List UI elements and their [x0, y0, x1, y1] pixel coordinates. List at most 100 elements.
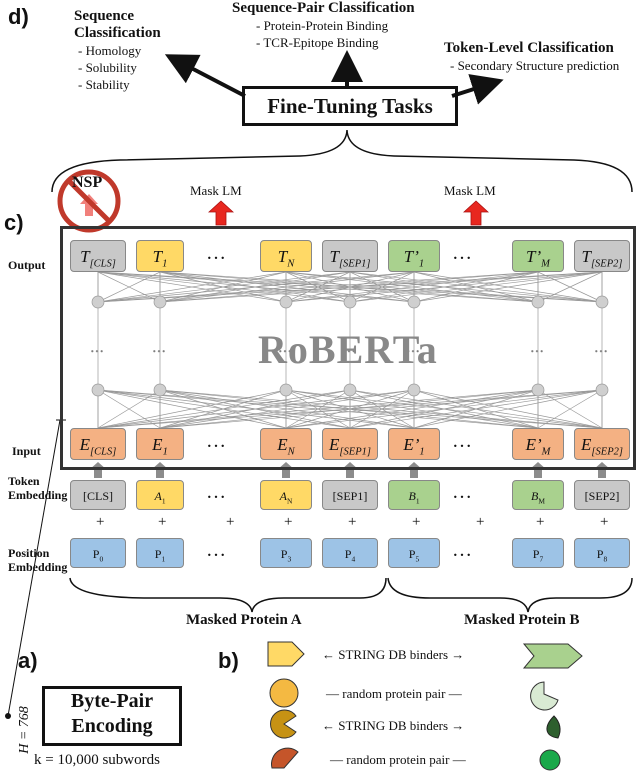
token-embedding: AN: [260, 480, 312, 510]
plus-sign: +: [600, 514, 609, 530]
network-node: [595, 295, 609, 309]
network-node: [343, 295, 357, 309]
position-embedding: P3: [260, 538, 312, 568]
task-item: - Secondary Structure prediction: [450, 58, 620, 73]
token-embedding: [CLS]: [70, 480, 126, 510]
network-ellipsis: …: [152, 341, 166, 356]
network-ellipsis: …: [594, 341, 608, 356]
ellipsis: …: [206, 539, 227, 561]
network-ellipsis: …: [342, 341, 356, 356]
position-embedding: P1: [136, 538, 184, 568]
token-embedding: BM: [512, 480, 564, 510]
position-embedding: P8: [574, 538, 630, 568]
token-embedding: [SEP2]: [574, 480, 630, 510]
input-token: E[SEP1]: [322, 428, 378, 460]
input-token: EN: [260, 428, 312, 460]
task-token-level: Token-Level Classification - Secondary S…: [444, 40, 619, 74]
network-ellipsis: …: [278, 341, 292, 356]
network-ellipsis: …: [530, 341, 544, 356]
token-embedding: B1: [388, 480, 440, 510]
yellow-pentagon-icon: [267, 641, 305, 667]
masked-protein-a-label: Masked Protein A: [186, 612, 302, 628]
input-token: E’M: [512, 428, 564, 460]
ellipsis: …: [452, 539, 473, 561]
fine-tuning-box: Fine-Tuning Tasks: [242, 86, 458, 126]
network-node: [531, 295, 545, 309]
up-arrow: [529, 462, 547, 478]
output-token: T1: [136, 240, 184, 272]
network-node: [407, 295, 421, 309]
h-label-wrap: H = 768: [10, 700, 32, 770]
plus-sign: +: [348, 514, 357, 530]
position-embedding: P0: [70, 538, 126, 568]
ellipsis: …: [206, 242, 227, 264]
ellipsis: …: [452, 430, 473, 452]
pacman-icon: [270, 709, 297, 739]
row-label-line: Position: [8, 546, 50, 560]
bpe-box: Byte-Pair Encoding: [42, 686, 182, 746]
bpe-line: Byte-Pair: [70, 690, 154, 712]
row-label-input: Input: [12, 444, 41, 458]
row-label-output: Output: [8, 258, 46, 272]
input-token: E[CLS]: [70, 428, 126, 460]
plus-sign: +: [96, 514, 105, 530]
brace-protein-a: [69, 577, 387, 613]
ellipsis: …: [206, 430, 227, 452]
position-embedding: P5: [388, 538, 440, 568]
mask-lm-label-2: Mask LM: [444, 183, 496, 198]
up-arrow: [341, 462, 359, 478]
panel-label-d: d): [8, 4, 29, 29]
task-item: - Homology: [78, 43, 142, 58]
output-token: T[CLS]: [70, 240, 126, 272]
plus-sign: +: [476, 514, 485, 530]
network-node: [531, 383, 545, 397]
task-title: Sequence-Pair Classification: [232, 0, 415, 16]
h-pointer-line: [7, 419, 61, 717]
arrow-to-sequence: [164, 54, 246, 98]
row-label-position: Position Embedding: [8, 546, 67, 574]
row-label-line: Embedding: [8, 560, 68, 574]
output-token: T[SEP2]: [574, 240, 630, 272]
legend-text-3: ← STRING DB binders →: [322, 718, 465, 733]
network-node: [343, 383, 357, 397]
network-node: [279, 383, 293, 397]
bpe-k-label: k = 10,000 subwords: [34, 752, 160, 768]
arrow-to-token: [451, 74, 504, 105]
network-node: [91, 383, 105, 397]
masked-protein-b-label: Masked Protein B: [464, 612, 580, 628]
token-embedding: A1: [136, 480, 184, 510]
token-embedding: [SEP1]: [322, 480, 378, 510]
plus-sign: +: [284, 514, 293, 530]
model-name: RoBERTa: [258, 327, 438, 372]
roberta-frame: [60, 226, 636, 470]
network-node: [91, 295, 105, 309]
task-item: - Solubility: [78, 60, 137, 75]
plus-sign: +: [158, 514, 167, 530]
nsp-label: NSP: [72, 174, 103, 191]
legend-text-4: — random protein pair —: [330, 752, 466, 767]
plus-sign: +: [226, 514, 235, 530]
output-token: T’1: [388, 240, 440, 272]
up-arrow: [405, 462, 423, 478]
input-token: E[SEP2]: [574, 428, 630, 460]
output-token: TN: [260, 240, 312, 272]
up-arrow: [151, 462, 169, 478]
h-label: H = 768: [17, 706, 32, 754]
ellipsis: …: [206, 481, 227, 503]
panel-label-a: a): [18, 648, 38, 673]
panel-label-b: b): [218, 648, 239, 673]
position-embedding: P4: [322, 538, 378, 568]
dark-green-leaf-icon: [546, 715, 561, 739]
task-item: - Stability: [78, 77, 130, 92]
network-node: [153, 295, 167, 309]
up-arrow: [593, 462, 611, 478]
mask-lm-label-1: Mask LM: [190, 183, 242, 198]
row-label-token: Token Embedding: [8, 474, 67, 502]
green-circle-icon: [539, 749, 561, 771]
ellipsis: …: [452, 242, 473, 264]
green-chevron-icon: [522, 643, 583, 669]
h-pointer-dot: [5, 713, 11, 719]
task-title: Sequence: [74, 8, 134, 24]
network-node: [407, 383, 421, 397]
